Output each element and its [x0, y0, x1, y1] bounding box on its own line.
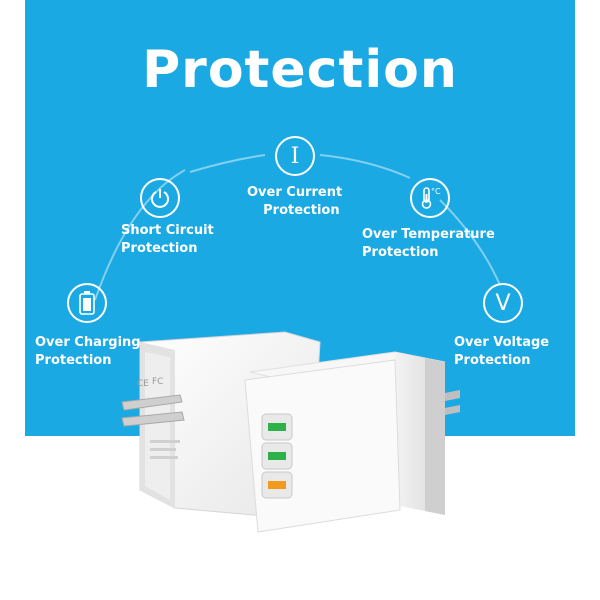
feature-label-short-circuit: Short Circuit Protection	[121, 223, 214, 256]
fc-mark: FC	[152, 377, 163, 387]
feature-label-over-voltage: Over Voltage Protection	[454, 335, 550, 368]
ce-mark: CE	[137, 379, 149, 389]
voltage-icon: V	[483, 283, 523, 323]
feature-label-over-temperature: Over Temperature Protection	[362, 227, 495, 260]
battery-icon	[67, 283, 107, 323]
feature-label-over-current: Over Current Protection	[247, 185, 343, 218]
current-icon: I	[275, 136, 315, 176]
usb-port-2	[268, 452, 286, 460]
svg-text:°C: °C	[431, 187, 441, 196]
usb-port-1	[268, 423, 286, 431]
usb-port-quick-charge	[268, 481, 286, 489]
current-glyph: I	[290, 143, 300, 169]
charger-front	[244, 351, 460, 533]
feature-label-over-charging: Over Charging Protection	[35, 335, 141, 368]
page-title: Protection	[142, 40, 458, 100]
power-icon	[140, 178, 180, 218]
thermometer-icon: °C	[410, 178, 450, 218]
voltage-glyph: V	[495, 290, 511, 316]
